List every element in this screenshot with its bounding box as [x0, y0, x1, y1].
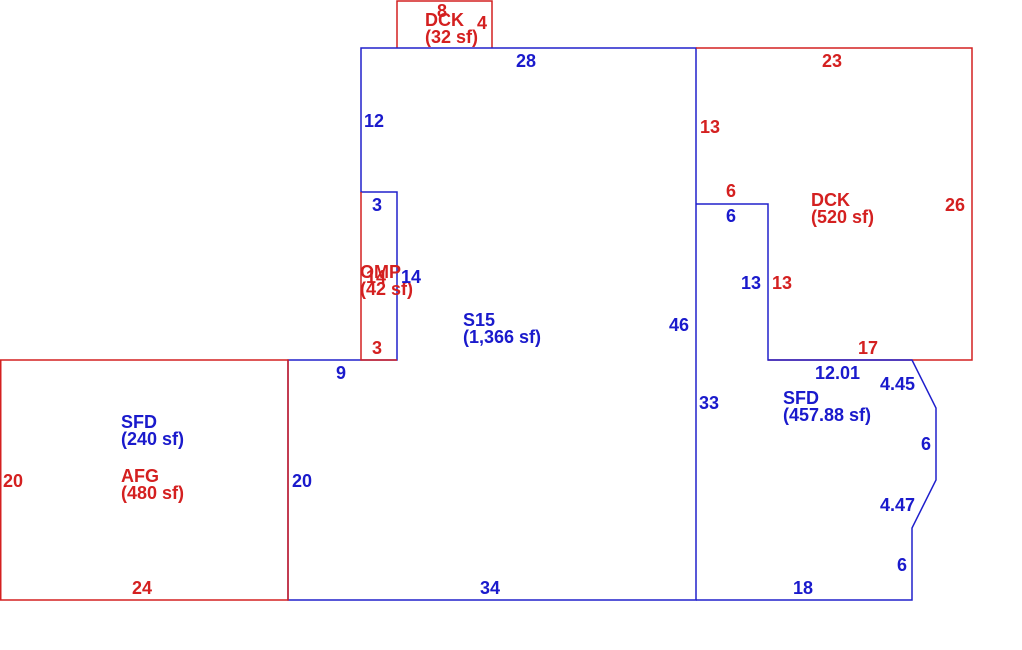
dim-s15-top: 28: [516, 51, 536, 71]
dck-right-code: DCK: [811, 190, 850, 210]
dim-dck-right-right: 26: [945, 195, 965, 215]
dck-top-code: DCK: [425, 10, 464, 30]
dim-s15-bottom: 34: [480, 578, 500, 598]
dim-s15-left-upper: 12: [364, 111, 384, 131]
omp-area: (42 sf): [360, 279, 413, 299]
dim-dck-right-left: 13: [700, 117, 720, 137]
dim-left-box-bottom: 24: [132, 578, 152, 598]
afg-code: AFG: [121, 466, 159, 486]
dim-sfd-right-notch-side: 13: [741, 273, 761, 293]
dim-dck-right-bottom: 17: [858, 338, 878, 358]
dim-s15-step: 9: [336, 363, 346, 383]
omp-code: OMP: [360, 262, 401, 282]
left-box-outline: [0, 359, 289, 601]
dim-sfd-right-notch-top: 6: [726, 206, 736, 226]
s15-area: (1,366 sf): [463, 327, 541, 347]
dim-dck-top-width: 8: [437, 1, 447, 21]
dim-omp-left: 14: [366, 267, 386, 287]
dck-top-area: (32 sf): [425, 27, 478, 47]
s15-code: S15: [463, 310, 495, 330]
dim-sfd-right-angle-upper: 4.45: [880, 374, 915, 394]
dim-dck-right-top: 23: [822, 51, 842, 71]
sfd-right-outline: [696, 203, 937, 601]
dck-top-outline: [396, 0, 493, 48]
dim-s15-left-lower: 20: [292, 471, 312, 491]
dim-omp-top: 3: [372, 195, 382, 215]
dim-sfd-right-side: 6: [921, 434, 931, 454]
afg-area: (480 sf): [121, 483, 184, 503]
sfd-right-code: SFD: [783, 388, 819, 408]
dim-dck-top-side: 4: [477, 13, 487, 33]
dck-right-area: (520 sf): [811, 207, 874, 227]
dim-sfd-right-left: 33: [699, 393, 719, 413]
dim-sfd-right-angle-lower: 4.47: [880, 495, 915, 515]
sfd-left-area: (240 sf): [121, 429, 184, 449]
omp-outline: [360, 192, 397, 361]
sfd-right-area: (457.88 sf): [783, 405, 871, 425]
sfd-left-code: SFD: [121, 412, 157, 432]
dim-omp-bottom: 3: [372, 338, 382, 358]
dim-s15-right: 46: [669, 315, 689, 335]
dim-omp-right: 14: [401, 267, 421, 287]
dim-sfd-right-lower-side: 6: [897, 555, 907, 575]
dim-sfd-right-top: 12.01: [815, 363, 860, 383]
dim-sfd-right-bottom: 18: [793, 578, 813, 598]
dim-dck-right-notch-side: 13: [772, 273, 792, 293]
dim-left-box-left: 20: [3, 471, 23, 491]
dim-dck-right-notch-top: 6: [726, 181, 736, 201]
dck-right-outline: [696, 47, 973, 361]
